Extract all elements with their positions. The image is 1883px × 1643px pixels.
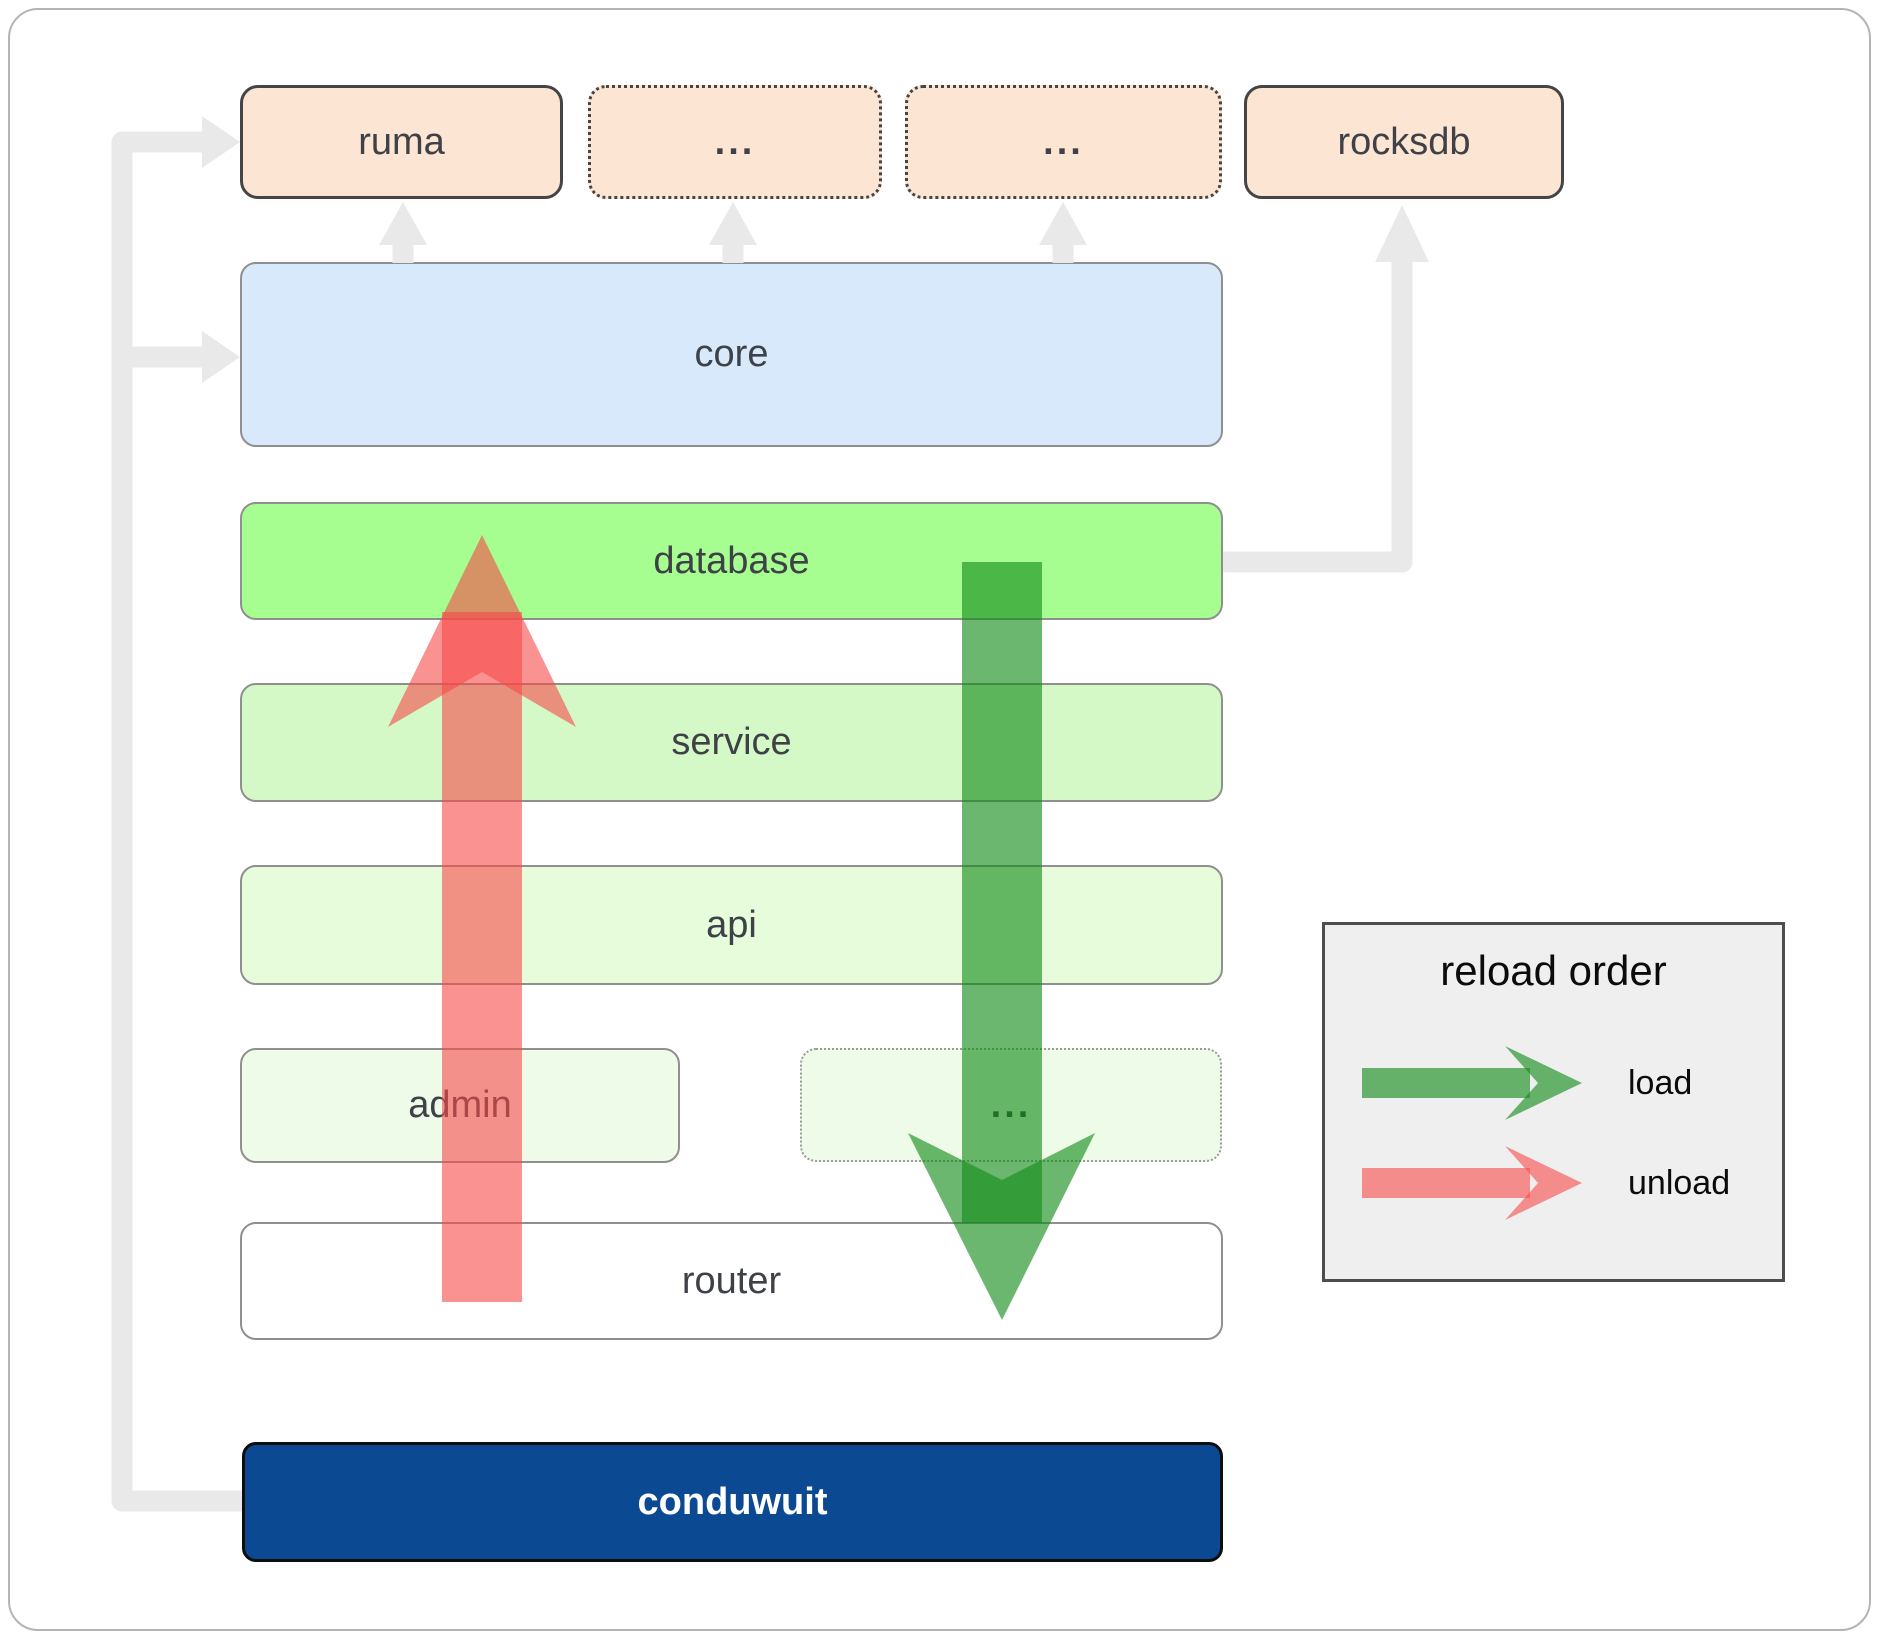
node-database: database xyxy=(240,502,1223,620)
node-service-label: service xyxy=(671,721,792,763)
node-conduwuit-label: conduwuit xyxy=(637,1480,828,1523)
legend-unload-label: unload xyxy=(1628,1163,1731,1202)
unload-arrow-icon xyxy=(1362,1146,1582,1220)
node-router-label: router xyxy=(681,1259,782,1302)
node-ellipsis-middle-label: ... xyxy=(990,1083,1032,1126)
node-ruma-label: ruma xyxy=(358,120,445,163)
node-admin-label: admin xyxy=(408,1084,512,1126)
node-router: router xyxy=(240,1222,1223,1340)
legend-title: reload order xyxy=(1440,947,1667,994)
legend-load-label: load xyxy=(1628,1063,1693,1102)
node-api-label: api xyxy=(706,903,757,946)
node-ruma: ruma xyxy=(240,85,563,199)
node-admin: admin xyxy=(240,1048,680,1163)
node-ellipsis-top-2: ... xyxy=(905,85,1222,199)
node-service: service xyxy=(240,683,1223,802)
node-ellipsis-middle: ... xyxy=(800,1048,1222,1162)
load-arrow-icon xyxy=(1362,1046,1582,1120)
node-core-label: core xyxy=(694,333,769,375)
legend-item-unload: unload xyxy=(1362,1145,1730,1221)
legend: reload order load unload xyxy=(1322,922,1785,1282)
node-ellipsis-top-1: ... xyxy=(588,85,882,199)
node-ellipsis-top-1-label: ... xyxy=(714,120,756,163)
node-database-label: database xyxy=(653,539,810,582)
outer-frame xyxy=(8,8,1871,1631)
legend-item-load: load xyxy=(1362,1045,1692,1121)
node-rocksdb: rocksdb xyxy=(1244,85,1564,199)
node-api: api xyxy=(240,865,1223,985)
node-rocksdb-label: rocksdb xyxy=(1337,120,1471,163)
node-conduwuit: conduwuit xyxy=(242,1442,1223,1562)
node-ellipsis-top-2-label: ... xyxy=(1043,120,1084,163)
node-core: core xyxy=(240,262,1223,447)
